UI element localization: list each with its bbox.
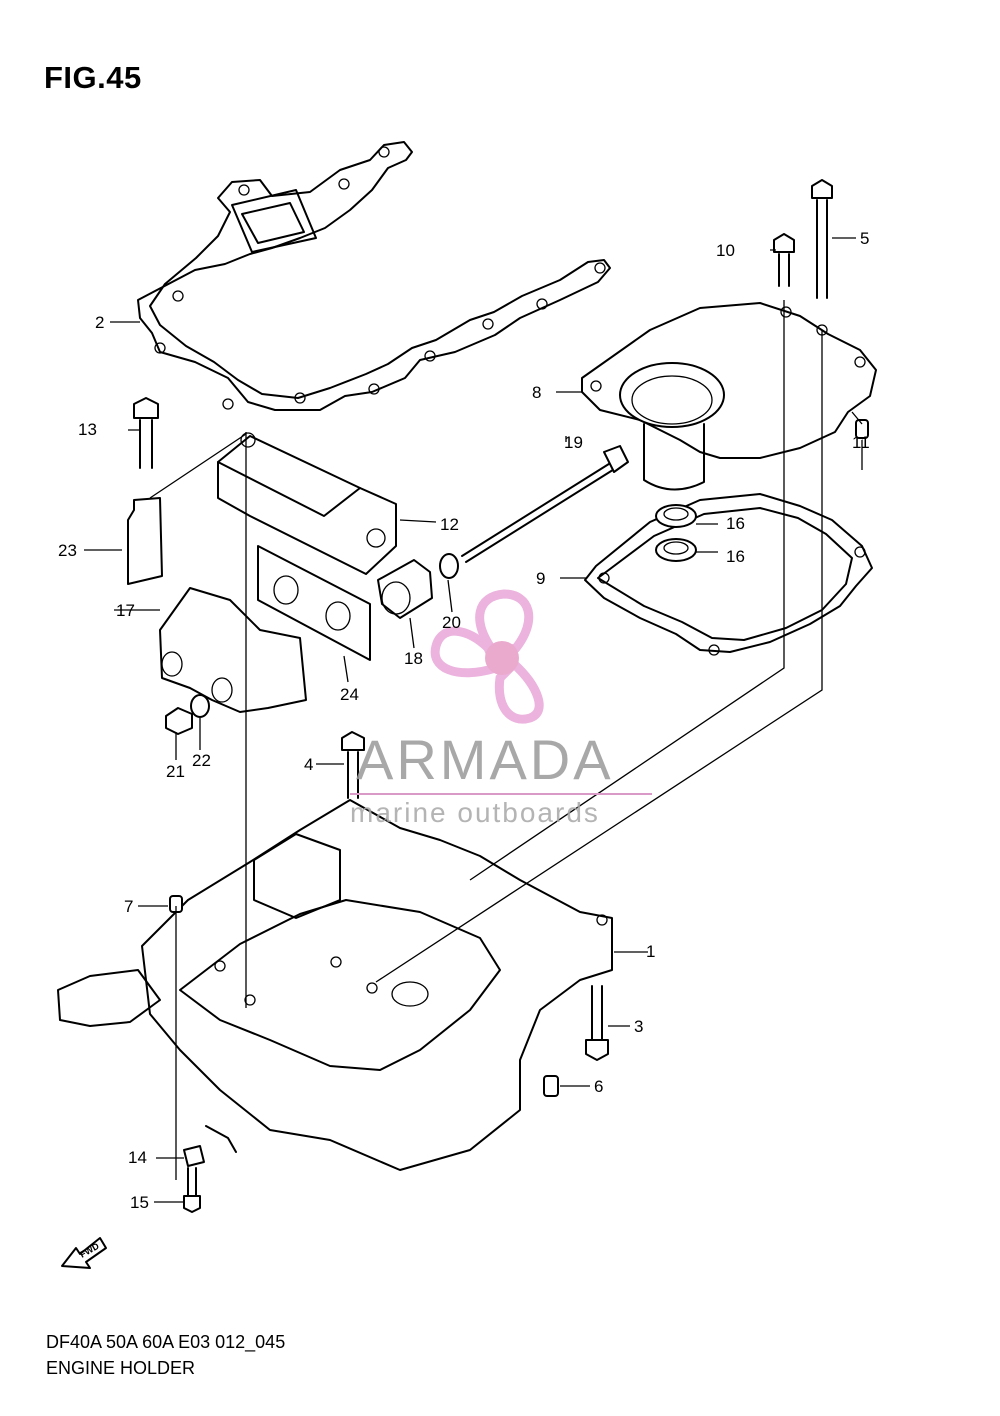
callout-3: 3 <box>634 1017 644 1036</box>
callout-6: 6 <box>594 1077 604 1096</box>
dowel-part-6 <box>543 1075 559 1097</box>
callout-21: 21 <box>166 762 185 781</box>
callout-8: 8 <box>532 383 542 402</box>
callout-7: 7 <box>124 897 134 916</box>
callout-15: 15 <box>130 1193 149 1212</box>
figure-title: FIG.45 <box>44 60 142 95</box>
callout-16b: 16 <box>726 547 745 566</box>
bolt-part-13 <box>133 397 159 469</box>
watermark-rule <box>350 793 652 795</box>
bolt-part-3 <box>585 985 609 1061</box>
callout-19: 19 <box>564 433 583 452</box>
bracket-part-12 <box>217 432 397 575</box>
washers-part-16 <box>655 504 697 562</box>
callout-14: 14 <box>128 1148 147 1167</box>
plate-part-24 <box>257 545 371 661</box>
footer-section-name: ENGINE HOLDER <box>46 1358 196 1378</box>
watermark-propeller-icon <box>430 589 544 724</box>
nut-part-21 <box>165 707 193 735</box>
watermark-tagline: marine outboards <box>350 797 600 828</box>
callout-5: 5 <box>860 229 870 248</box>
fwd-arrow-icon: FWD <box>61 1237 107 1269</box>
gasket-upper-part-2 <box>137 141 611 411</box>
callout-1: 1 <box>646 942 656 961</box>
alignment-lines <box>149 300 863 1180</box>
watermark-brand: ARMADA <box>356 728 614 791</box>
engine-holder-part-1 <box>57 799 613 1171</box>
gasket-lower-part-9 <box>584 493 873 656</box>
bush-part-18 <box>377 559 433 619</box>
callout-16a: 16 <box>726 514 745 533</box>
washer-part-20 <box>439 553 459 579</box>
bolt-part-4 <box>341 731 365 799</box>
dowel-part-11 <box>855 419 869 439</box>
through-bolt-part-19 <box>461 445 629 563</box>
callout-20: 20 <box>442 613 461 632</box>
bolt-part-10 <box>773 233 795 287</box>
bolt-part-15 <box>183 1167 201 1213</box>
callout-2: 2 <box>95 313 105 332</box>
callout-23: 23 <box>58 541 77 560</box>
footer-model-code: DF40A 50A 60A E03 012_045 <box>46 1332 286 1352</box>
callout-22: 22 <box>192 751 211 770</box>
bolt-part-5 <box>811 179 833 299</box>
callout-13: 13 <box>78 420 97 439</box>
leader-lines <box>84 237 863 1203</box>
mount-block-part-17 <box>159 587 307 713</box>
callout-12: 12 <box>440 515 459 534</box>
callout-11: 11 <box>852 433 870 452</box>
callout-18: 18 <box>404 649 423 668</box>
callout-24: 24 <box>340 685 359 704</box>
callout-10: 10 <box>716 241 735 260</box>
mount-plate-part-8 <box>581 302 877 491</box>
callout-4: 4 <box>304 755 314 774</box>
washer-part-22 <box>190 694 210 718</box>
fitting-part-14 <box>183 1125 237 1167</box>
callout-9: 9 <box>536 569 546 588</box>
spacer-part-23 <box>127 497 163 585</box>
callout-17: 17 <box>116 601 135 620</box>
